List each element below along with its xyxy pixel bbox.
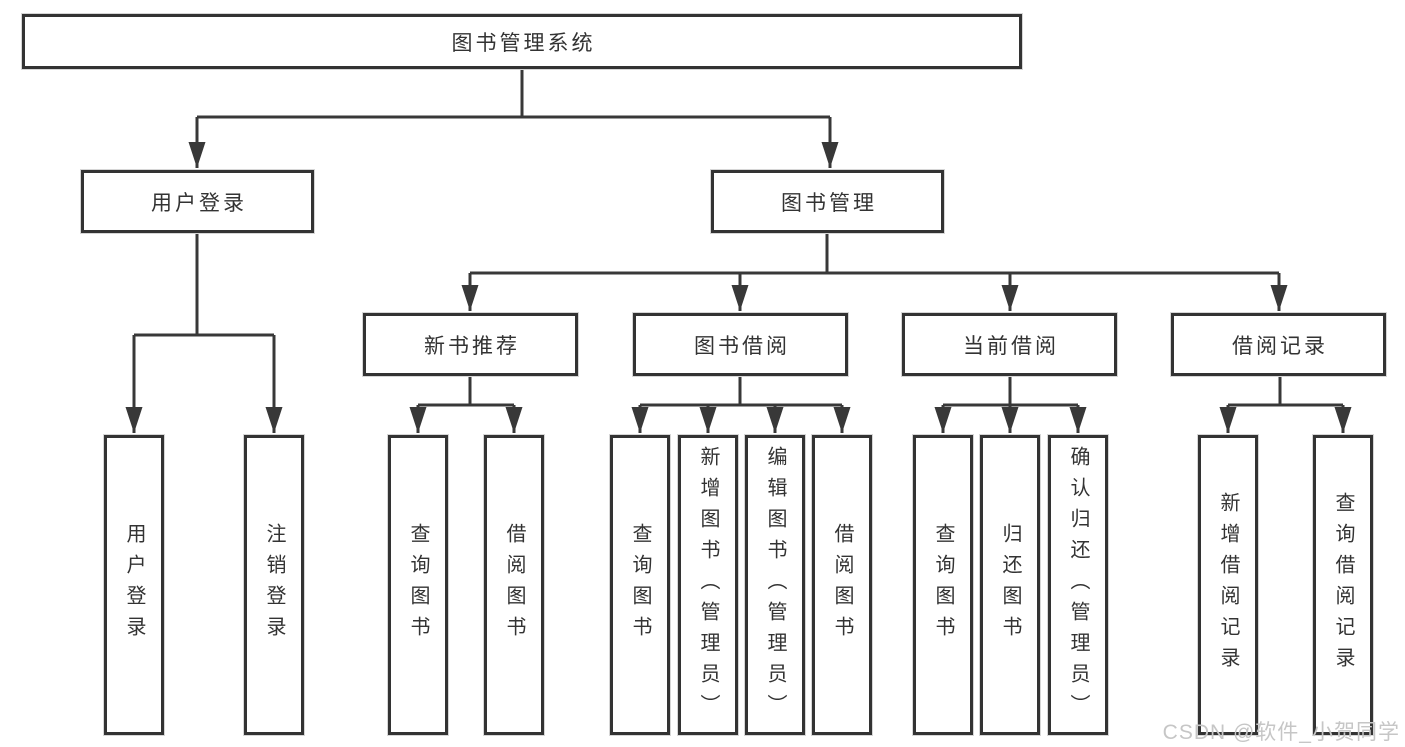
leaf-add-book-admin: 新增图书（管理员） xyxy=(678,435,738,735)
leaf-borrow-books-recommend: 借阅图书 xyxy=(484,435,544,735)
connector-arrows xyxy=(125,117,1352,433)
leaf-logout: 注销登录 xyxy=(244,435,304,735)
leaf-query-borrow-record: 查询借阅记录 xyxy=(1313,435,1373,735)
leaf-query-books-recommend: 查询图书 xyxy=(388,435,448,735)
leaf-borrow-books: 借阅图书 xyxy=(812,435,872,735)
node-current-borrowing: 当前借阅 xyxy=(902,313,1117,376)
leaf-query-books-borrow: 查询图书 xyxy=(610,435,670,735)
node-borrowing-records: 借阅记录 xyxy=(1171,313,1386,376)
leaf-user-login: 用户登录 xyxy=(104,435,164,735)
node-new-book-recommend: 新书推荐 xyxy=(363,313,578,376)
node-book-management: 图书管理 xyxy=(711,170,944,233)
leaf-return-book: 归还图书 xyxy=(980,435,1040,735)
leaf-query-books-current: 查询图书 xyxy=(913,435,973,735)
leaf-confirm-return-admin: 确认归还（管理员） xyxy=(1048,435,1108,735)
node-book-borrowing: 图书借阅 xyxy=(633,313,848,376)
leaf-add-borrow-record: 新增借阅记录 xyxy=(1198,435,1258,735)
leaf-edit-book-admin: 编辑图书（管理员） xyxy=(745,435,805,735)
csdn-watermark: CSDN @软件_小贺同学 xyxy=(1162,721,1400,744)
node-library-management-system: 图书管理系统 xyxy=(22,14,1022,69)
node-user-login: 用户登录 xyxy=(81,170,314,233)
